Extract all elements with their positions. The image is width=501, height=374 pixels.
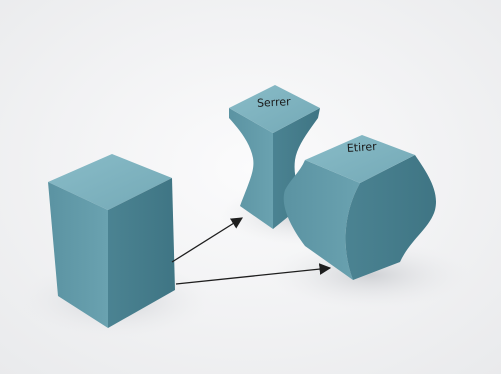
label-stretch: Etirer — [346, 140, 377, 155]
arrow-to-squeezed-icon — [171, 217, 243, 263]
bulged-prism-icon — [283, 135, 436, 280]
shadow-stretched — [270, 241, 470, 309]
arrow-to-stretched-icon — [175, 263, 332, 285]
label-squeeze: Serrer — [257, 95, 292, 110]
rectangular-prism-icon — [48, 154, 175, 328]
